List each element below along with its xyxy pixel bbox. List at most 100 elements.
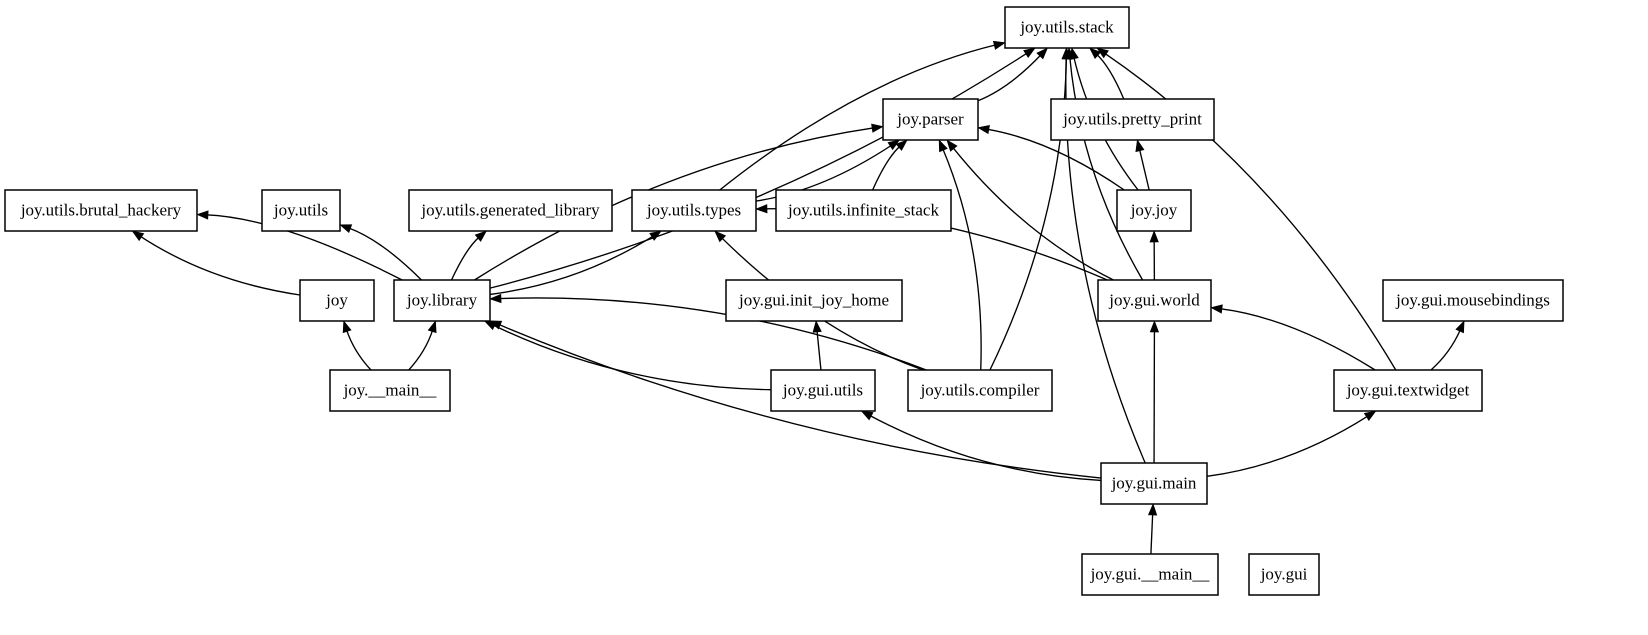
node-label: joy.utils.types <box>646 200 741 219</box>
edge-line <box>492 324 772 391</box>
edge-arrowhead-icon <box>895 139 908 151</box>
node-label: joy.gui.world <box>1108 290 1200 309</box>
graph-node-joy-utils-types[interactable]: joy.utils.types <box>631 189 757 232</box>
graph-edge-joy---main---to-joy <box>342 320 372 371</box>
edge-arrowhead-icon <box>871 123 884 133</box>
node-box <box>261 189 341 232</box>
edge-layer <box>131 40 1465 555</box>
edge-arrowhead-icon <box>1363 410 1377 421</box>
graph-node-joy-utils-pretty-print[interactable]: joy.utils.pretty_print <box>1050 98 1215 141</box>
graph-edge-joy-gui-textwidget-to-joy-gui-world <box>1210 304 1376 371</box>
graph-edge-joy-gui-world-to-joy-utils-stack <box>1065 47 1144 281</box>
edge-line <box>139 235 301 296</box>
node-box <box>329 369 451 412</box>
edge-arrowhead-icon <box>427 320 437 334</box>
edge-arrowhead-icon <box>474 230 487 242</box>
node-label: joy.gui <box>1260 564 1308 583</box>
graph-node-joy---main--[interactable]: joy.__main__ <box>329 369 451 412</box>
graph-node-joy-gui-world[interactable]: joy.gui.world <box>1097 279 1212 322</box>
graph-edge-joy-library-to-joy-utils <box>339 224 422 281</box>
node-box <box>4 189 198 232</box>
edge-line <box>408 329 434 371</box>
edge-line <box>1219 308 1376 371</box>
graph-edge-joy-utils-compiler-to-joy-parser <box>938 139 982 371</box>
node-box <box>775 189 952 232</box>
node-box <box>1004 6 1130 49</box>
graph-node-joy-gui-textwidget[interactable]: joy.gui.textwidget <box>1333 369 1483 412</box>
graph-node-joy-library[interactable]: joy.library <box>393 279 491 322</box>
node-label: joy.gui.mousebindings <box>1395 290 1550 309</box>
graph-node-joy-gui[interactable]: joy.gui <box>1248 553 1320 596</box>
edge-arrowhead-icon <box>489 293 502 304</box>
graph-edge-joy-gui-main-to-joy-gui-utils <box>860 410 1102 482</box>
node-box <box>1248 553 1320 596</box>
node-box <box>1382 279 1564 322</box>
edge-line <box>816 329 822 371</box>
graph-edge-joy-gui-utils-to-joy-gui-init-joy-home <box>812 320 822 371</box>
node-label: joy.utils.brutal_hackery <box>20 200 182 219</box>
node-label: joy.gui.init_joy_home <box>738 290 889 309</box>
node-box <box>725 279 903 322</box>
edge-arrowhead-icon <box>1061 47 1071 60</box>
graph-edge-joy-gui---main---to-joy-gui-main <box>1147 503 1158 555</box>
graph-edge-joy-library-to-joy-utils-generated-library <box>450 230 487 281</box>
node-box <box>631 189 757 232</box>
node-label: joy.gui.__main__ <box>1090 564 1210 583</box>
graph-node-joy-utils-generated-library[interactable]: joy.utils.generated_library <box>408 189 613 232</box>
graph-node-joy-joy[interactable]: joy.joy <box>1116 189 1192 232</box>
graph-node-joy-parser[interactable]: joy.parser <box>882 98 979 141</box>
edge-arrowhead-icon <box>1210 304 1223 314</box>
graph-node-joy-gui---main--[interactable]: joy.gui.__main__ <box>1081 553 1219 596</box>
edge-arrowhead-icon <box>339 224 353 234</box>
graph-node-joy[interactable]: joy <box>299 279 375 322</box>
node-label: joy.utils.infinite_stack <box>787 200 939 219</box>
edge-line <box>489 235 655 296</box>
node-layer: joy.utils.stack joy.parser joy.utils.prett… <box>4 6 1564 596</box>
graph-node-joy-utils-infinite-stack[interactable]: joy.utils.infinite_stack <box>775 189 952 232</box>
graph-node-joy-utils[interactable]: joy.utils <box>261 189 341 232</box>
graph-node-joy-gui-utils[interactable]: joy.gui.utils <box>770 369 876 412</box>
edge-arrowhead-icon <box>887 139 901 151</box>
graph-node-joy-utils-stack[interactable]: joy.utils.stack <box>1004 6 1130 49</box>
graph-node-joy-utils-brutal-hackery[interactable]: joy.utils.brutal_hackery <box>4 189 198 232</box>
edge-line <box>869 414 1102 482</box>
node-box <box>1333 369 1483 412</box>
edge-line <box>1104 52 1397 371</box>
node-box <box>1097 279 1212 322</box>
edge-line <box>348 227 422 281</box>
node-box <box>1081 553 1219 596</box>
graph-node-joy-gui-mousebindings[interactable]: joy.gui.mousebindings <box>1382 279 1564 322</box>
edge-line <box>1095 53 1125 100</box>
node-label: joy.gui.textwidget <box>1346 380 1470 399</box>
graph-edge-joy-gui-main-to-joy-gui-textwidget <box>1206 410 1377 478</box>
edge-arrowhead-icon <box>992 40 1006 50</box>
edge-line <box>498 297 927 371</box>
graph-node-joy-gui-main[interactable]: joy.gui.main <box>1100 462 1208 505</box>
edge-line <box>719 44 997 191</box>
graph-edge-joy-utils-types-to-joy-parser <box>755 139 901 202</box>
edge-line <box>498 323 1102 479</box>
edge-arrowhead-icon <box>755 204 768 214</box>
graph-edge-joy-utils-compiler-to-joy-library <box>489 293 927 371</box>
graph-edge-joy-gui-main-to-joy-library <box>489 320 1102 479</box>
edge-arrowhead-icon <box>1096 47 1109 59</box>
edge-line <box>951 146 1114 281</box>
node-label: joy.gui.utils <box>782 380 863 399</box>
edge-arrowhead-icon <box>1149 230 1159 243</box>
edge-line <box>755 144 893 202</box>
graph-node-joy-utils-compiler[interactable]: joy.utils.compiler <box>907 369 1053 412</box>
graph-edge-joy-joy-to-joy-utils-pretty-print <box>1135 139 1150 191</box>
graph-node-joy-gui-init-joy-home[interactable]: joy.gui.init_joy_home <box>725 279 903 322</box>
graph-edge-joy-utils-types-to-joy-utils-stack <box>719 40 1006 191</box>
edge-arrowhead-icon <box>1149 320 1160 333</box>
node-box <box>1050 98 1215 141</box>
edge-arrowhead-icon <box>1147 503 1158 516</box>
node-label: joy.library <box>406 290 478 309</box>
edge-line <box>1138 148 1150 191</box>
graph-edge-joy-gui-main-to-joy-gui-world <box>1149 320 1160 464</box>
edge-arrowhead-icon <box>812 320 822 333</box>
node-box <box>1116 189 1192 232</box>
graph-edge-joy-utils-infinite-stack-to-joy-parser <box>871 139 908 191</box>
edge-line <box>1150 512 1154 555</box>
